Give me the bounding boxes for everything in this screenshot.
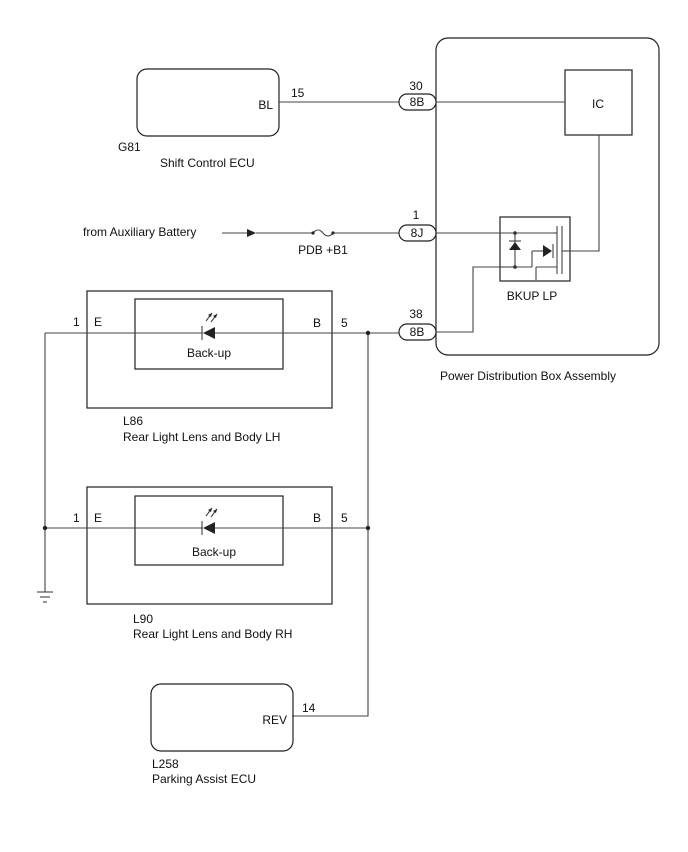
connector-8j-1-code: 8J — [411, 226, 424, 240]
wire-bus-to-parking-ecu — [292, 333, 369, 717]
fuse-icon — [312, 229, 334, 237]
led-icon — [201, 312, 218, 340]
connector-8b-30: 30 8B — [398, 79, 437, 111]
shift-ecu-pin-number: 15 — [291, 86, 305, 100]
lamp-lh-code: L86 — [123, 414, 143, 428]
lamp-rh-name: Rear Light Lens and Body RH — [133, 627, 292, 641]
lamp-lh-left-pin-label: E — [94, 315, 102, 329]
park-ecu-name: Parking Assist ECU — [152, 772, 256, 786]
rear-light-lh: Back-up 1 E B 5 L86 Rear Light Lens and … — [73, 290, 348, 444]
relay-box — [499, 216, 571, 282]
lamp-lh-left-pin-num: 1 — [73, 315, 80, 329]
lamp-lh-right-pin-label: B — [313, 316, 321, 330]
relay-label: BKUP LP — [507, 289, 557, 303]
pdb-box — [435, 37, 660, 356]
lamp-lh-name: Rear Light Lens and Body LH — [123, 430, 280, 444]
power-distribution-box: IC BKUP LP — [435, 37, 660, 383]
park-ecu-code: L258 — [152, 757, 179, 771]
shift-ecu-code: G81 — [118, 140, 141, 154]
connector-8b-38: 38 8B — [398, 307, 437, 341]
connector-8b-38-code: 8B — [410, 325, 425, 339]
rear-light-lh-box — [86, 290, 333, 409]
ic-label: IC — [592, 97, 604, 111]
lamp-rh-label: Back-up — [192, 545, 236, 559]
auxiliary-battery-feed: from Auxiliary Battery PDB +B1 — [83, 225, 399, 257]
connector-8b-30-pin: 30 — [409, 79, 423, 93]
arrow-right-icon — [247, 229, 256, 237]
wire-relay-to-8b-38 — [436, 266, 500, 333]
junction-dot — [365, 525, 371, 531]
lamp-rh-left-pin-num: 1 — [73, 511, 80, 525]
ground-icon — [37, 591, 53, 603]
wire-ic-to-relay — [570, 135, 600, 252]
relay-diode-right-icon — [543, 245, 552, 257]
pdb-name: Power Distribution Box Assembly — [440, 369, 616, 383]
aux-source-label: from Auxiliary Battery — [83, 225, 196, 239]
rear-light-rh: Back-up 1 E B 5 L90 Rear Light Lens and … — [73, 486, 348, 641]
park-ecu-pin-label: REV — [262, 713, 287, 727]
shift-ecu-pin-label: BL — [258, 98, 273, 112]
shift-control-ecu: BL 15 G81 Shift Control ECU — [118, 68, 305, 170]
parking-assist-ecu: REV 14 L258 Parking Assist ECU — [150, 683, 316, 786]
shift-ecu-name: Shift Control ECU — [160, 156, 255, 170]
park-ecu-pin-number: 14 — [302, 701, 316, 715]
connector-8b-38-pin: 38 — [409, 307, 423, 321]
connector-8j-1: 1 8J — [398, 208, 437, 242]
led-icon — [201, 507, 218, 535]
parking-assist-ecu-box — [150, 683, 294, 752]
junction-dot — [365, 330, 371, 336]
backup-lamp-lh-box — [134, 298, 284, 370]
fuse-label: PDB +B1 — [298, 243, 348, 257]
rear-light-rh-box — [86, 486, 333, 605]
lamp-rh-left-pin-label: E — [94, 511, 102, 525]
connector-8b-30-code: 8B — [410, 95, 425, 109]
relay-diode-left-icon — [509, 242, 521, 250]
lamp-rh-right-pin-num: 5 — [341, 511, 348, 525]
bkup-lp-relay: BKUP LP — [499, 216, 571, 303]
lamp-rh-right-pin-label: B — [313, 511, 321, 525]
lamp-lh-right-pin-num: 5 — [341, 316, 348, 330]
connector-8j-1-pin: 1 — [413, 208, 420, 222]
lamp-lh-label: Back-up — [187, 346, 231, 360]
junction-dot — [42, 525, 48, 531]
lamp-rh-code: L90 — [133, 612, 153, 626]
backup-lamp-rh-box — [134, 495, 284, 566]
